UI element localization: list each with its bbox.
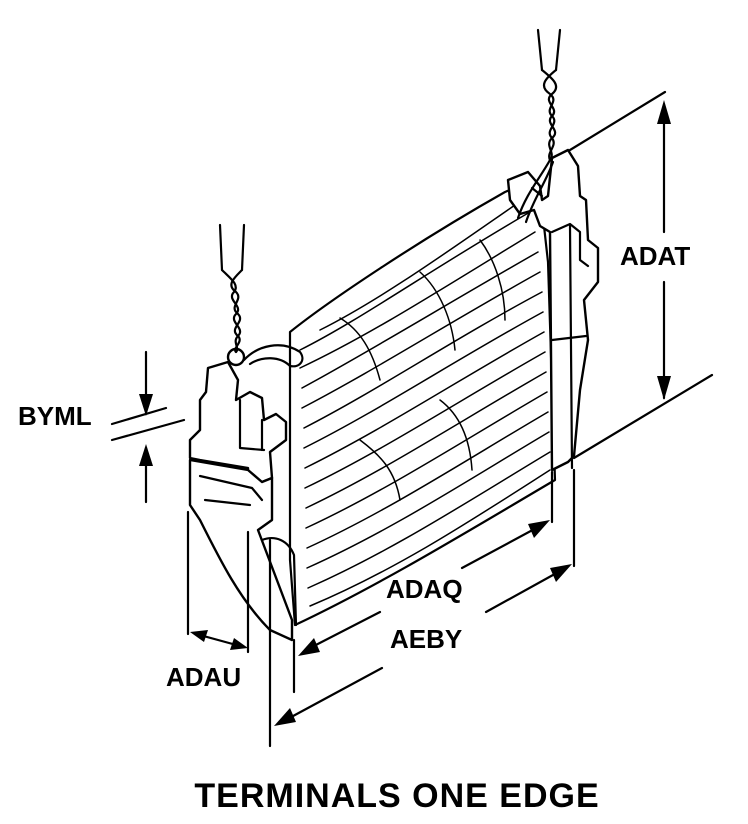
- label-aeby: AEBY: [390, 624, 462, 654]
- label-adau: ADAU: [166, 662, 241, 692]
- label-byml: BYML: [18, 401, 92, 431]
- dimension-adau: [186, 510, 250, 654]
- wound-element-body: [260, 185, 557, 627]
- label-adat: ADAT: [620, 241, 690, 271]
- dimension-adat: [568, 90, 714, 460]
- left-lead-wire: [218, 223, 246, 354]
- dimension-byml: [110, 350, 186, 504]
- dimension-adaq: [292, 470, 554, 694]
- right-lead-wire: [516, 28, 562, 224]
- winding-texture: [299, 204, 551, 607]
- right-terminal: [506, 148, 600, 472]
- label-adaq: ADAQ: [386, 574, 463, 604]
- dimension-aeby: [268, 468, 576, 748]
- diagram-caption: TERMINALS ONE EDGE: [194, 777, 599, 815]
- left-terminal: [188, 344, 304, 642]
